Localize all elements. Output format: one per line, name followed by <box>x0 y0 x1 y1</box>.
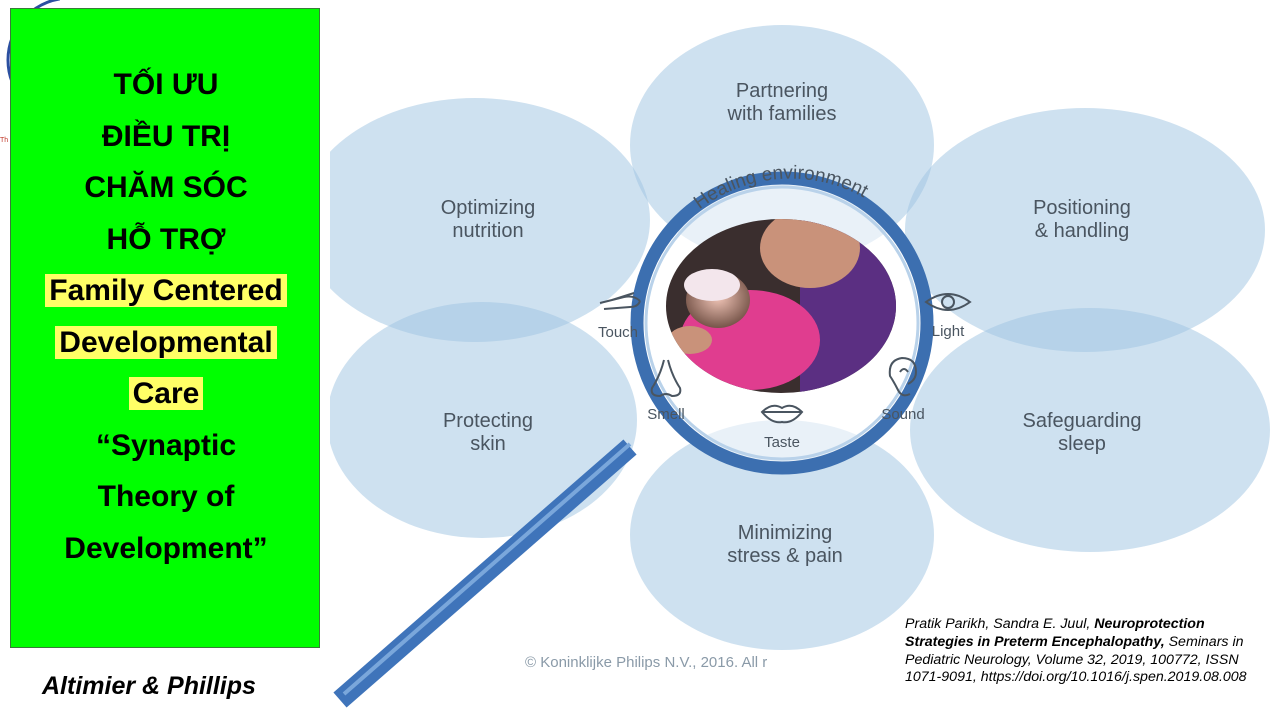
citation-authors: Pratik Parikh, Sandra E. Juul, <box>905 616 1095 632</box>
panel-line-text: Family Centered <box>45 274 287 307</box>
petal-label-upper-left: nutrition <box>452 220 523 242</box>
panel-line: ĐIỀU TRỊ <box>11 111 321 163</box>
panel-line: Family Centered <box>11 265 321 317</box>
panel-line-text: TỐI ƯU <box>113 68 219 101</box>
petal-group <box>330 25 1270 650</box>
panel-line-text: CHĂM SÓC <box>84 171 248 204</box>
nose-icon <box>650 359 682 398</box>
panel-line: CHĂM SÓC <box>11 162 321 214</box>
svg-text:Th: Th <box>0 137 8 144</box>
source-authors-label: Altimier & Phillips <box>42 672 256 700</box>
petal-label-upper-right: & handling <box>1035 220 1130 242</box>
petal-upper-right <box>905 108 1265 352</box>
eye-icon <box>924 293 972 311</box>
petal-label-bottom: stress & pain <box>727 545 843 567</box>
panel-text-block: TỐI ƯU ĐIỀU TRỊ CHĂM SÓC HỖ TRỢ Family Cente… <box>11 59 321 574</box>
panel-line: Developmental <box>11 317 321 369</box>
petal-bottom <box>630 420 934 650</box>
sense-label-taste: Taste <box>764 434 800 451</box>
panel-line-text: Theory of <box>97 480 235 513</box>
petal-upper-left <box>330 98 650 342</box>
petal-lower-right <box>910 308 1270 552</box>
petal-label-lower-left: skin <box>470 433 506 455</box>
petal-label-lower-left: Protecting <box>443 410 533 432</box>
citation-details: Seminars in Pediatric Neurology, Volume … <box>905 633 1247 686</box>
sense-label-smell: Smell <box>647 406 685 423</box>
petal-label-bottom: Minimizing <box>738 522 832 544</box>
panel-line: Development” <box>11 523 321 575</box>
mother-baby-photo <box>666 219 896 393</box>
petal-label-lower-right: sleep <box>1058 433 1106 455</box>
petal-label-lower-right: Safeguarding <box>1023 410 1142 432</box>
panel-line: HỖ TRỢ <box>11 214 321 266</box>
panel-line-text: Developmental <box>55 325 277 359</box>
petal-label-upper-left: Optimizing <box>441 197 535 219</box>
panel-line-text: Development” <box>64 531 268 565</box>
citation-title: Neuroprotection Strategies in Preterm En… <box>905 616 1205 650</box>
panel-line-text: ĐIỀU TRỊ <box>101 119 231 153</box>
hand-icon <box>599 292 641 310</box>
lips-icon <box>760 404 804 424</box>
panel-line: Care <box>11 368 321 420</box>
panel-line-text: “Synaptic <box>95 428 237 462</box>
panel-line: Theory of <box>11 471 321 523</box>
sense-label-light: Light <box>932 323 965 340</box>
panel-line: “Synaptic <box>11 420 321 472</box>
petal-label-top: Partnering <box>736 80 828 102</box>
panel-line-text: HỖ TRỢ <box>106 222 226 256</box>
reference-citation: Pratik Parikh, Sandra E. Juul, Neuroprot… <box>905 616 1275 687</box>
sense-label-sound: Sound <box>881 406 924 423</box>
petal-lower-left <box>330 302 637 538</box>
title-panel: TỐI ƯU ĐIỀU TRỊ CHĂM SÓC HỖ TRỢ Family Cente… <box>10 8 320 648</box>
sense-label-touch: Touch <box>598 324 638 341</box>
panel-line-text: Care <box>128 377 204 410</box>
petal-label-upper-right: Positioning <box>1033 197 1131 219</box>
panel-line: TỐI ƯU <box>11 59 321 111</box>
petal-label-top: with families <box>727 103 837 125</box>
copyright-notice: © Koninklijke Philips N.V., 2016. All r <box>525 654 767 671</box>
ear-icon <box>888 356 918 397</box>
